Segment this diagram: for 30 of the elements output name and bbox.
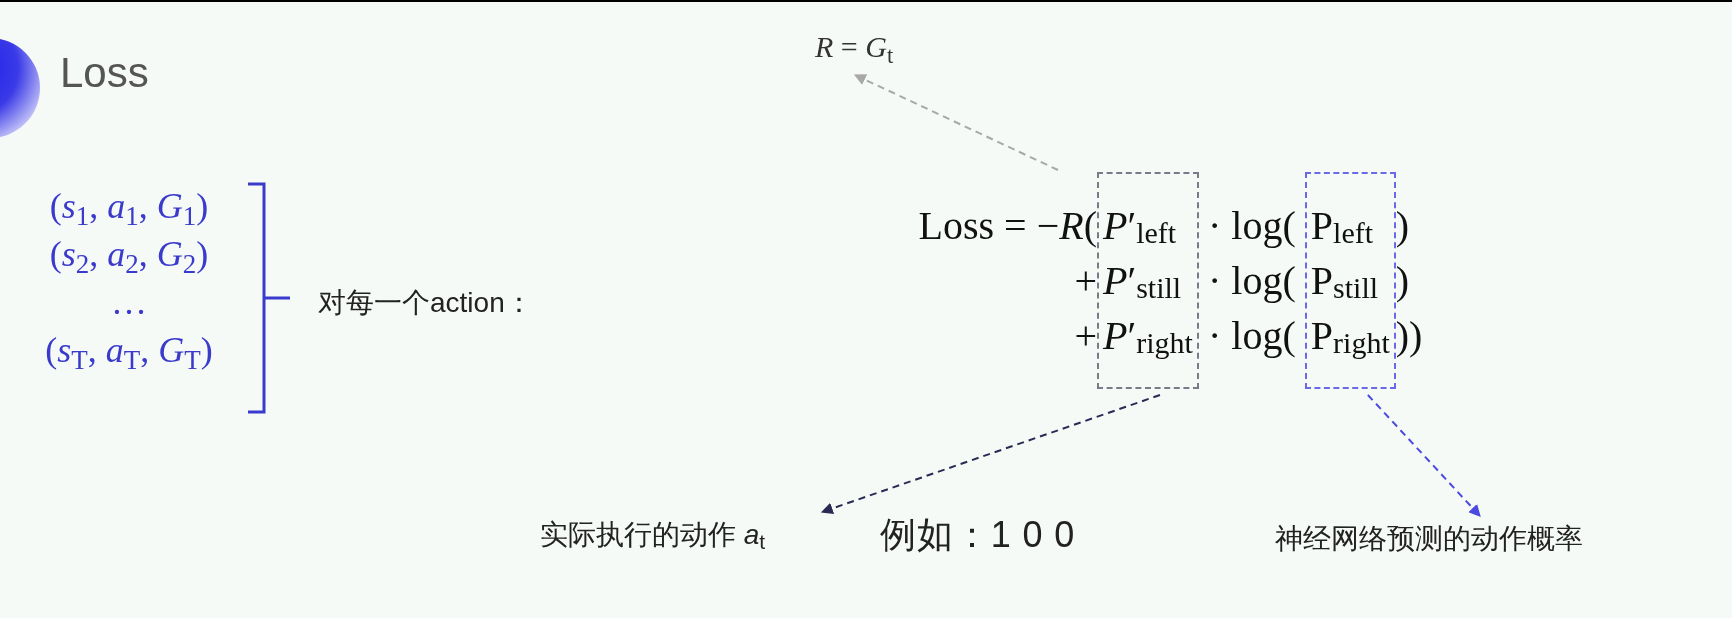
caption-text: 实际执行的动作 a$_{t}$ [540, 518, 766, 556]
formula-term: P′$_{right}$ [1103, 311, 1193, 361]
tuple-text: … [111, 281, 147, 324]
tuple-text: (s$_{1}$, a$_{1}$, G$_{1}$) [49, 185, 209, 230]
formula-term: P$_{still}$ [1310, 256, 1380, 306]
dashed-highlight-box [1097, 172, 1199, 389]
tuple-text: (s$_{T}$, a$_{T}$, G$_{T}$) [45, 329, 213, 374]
dashed-arrow [853, 74, 1059, 171]
tuple-text: (s$_{2}$, a$_{2}$, G$_{2}$) [49, 233, 209, 278]
formula-text: R = G$_{t}$ [815, 24, 894, 69]
formula-text: · log( [1206, 311, 1297, 360]
formula-text: Loss = −R( [917, 201, 1097, 250]
formula-term: P′$_{left}$ [1103, 201, 1178, 251]
formula-text: )) [1395, 311, 1423, 360]
formula-text: + [1073, 311, 1097, 360]
description-text: 对每一个action： [318, 286, 533, 320]
formula-text: · log( [1206, 201, 1297, 250]
dashed-highlight-box [1304, 172, 1396, 389]
example-text: 例如：1 0 0 [880, 513, 1076, 557]
formula-text: ) [1395, 256, 1411, 305]
formula-term: P$_{right}$ [1310, 311, 1390, 361]
formula-term: P′$_{still}$ [1103, 256, 1183, 306]
caption-text: 神经网络预测的动作概率 [1275, 518, 1583, 560]
formula-text: + [1073, 256, 1097, 305]
title: Loss [60, 52, 149, 94]
formula-text: ) [1395, 201, 1411, 250]
dashed-arrow [820, 394, 1161, 515]
formula-text: · log( [1206, 256, 1297, 305]
formula-term: P$_{left}$ [1310, 201, 1375, 251]
dashed-arrow [1366, 394, 1481, 517]
